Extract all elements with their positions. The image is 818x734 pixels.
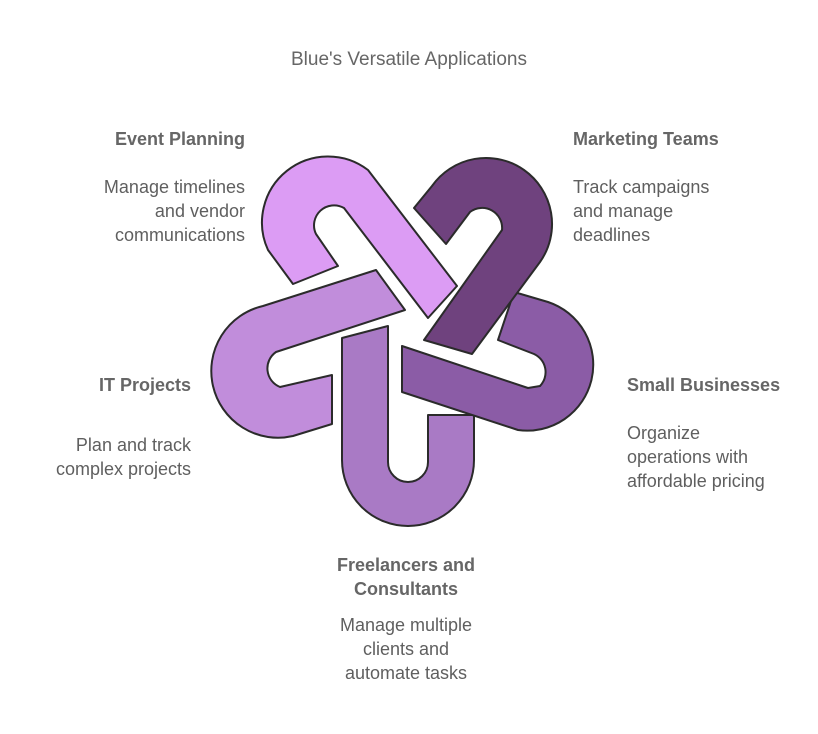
loop-event-planning [261,155,458,319]
marketing-teams-label: Marketing Teams Track campaigns and mana… [573,127,803,247]
small-businesses-label: Small Businesses Organize operations wit… [627,373,807,493]
small-businesses-title: Small Businesses [627,375,781,395]
event-planning-title: Event Planning [114,129,245,149]
it-projects-title: IT Projects [98,375,191,395]
marketing-teams-title: Marketing Teams [573,129,719,149]
freelancers-label: Freelancers and Consultants Manage multi… [300,553,512,685]
loop-freelancers [341,325,475,527]
freelancers-title: Freelancers and Consultants [336,555,476,599]
loop-marketing-teams [413,157,554,355]
it-projects-label: IT Projects Plan and track complex proje… [20,373,191,481]
event-planning-description: Manage timelines and vendor communicatio… [103,177,245,245]
freelancers-description: Manage multiple clients and automate tas… [339,615,473,683]
it-projects-description: Plan and track complex projects [55,435,191,479]
diagram-title: Blue's Versatile Applications [291,49,527,70]
loop-small-businesses [401,291,595,432]
loop-it-projects [210,269,406,439]
marketing-teams-description: Track campaigns and manage deadlines [573,177,710,245]
small-businesses-description: Organize operations with affordable pric… [627,423,765,491]
event-planning-label: Event Planning Manage timelines and vend… [20,127,245,247]
